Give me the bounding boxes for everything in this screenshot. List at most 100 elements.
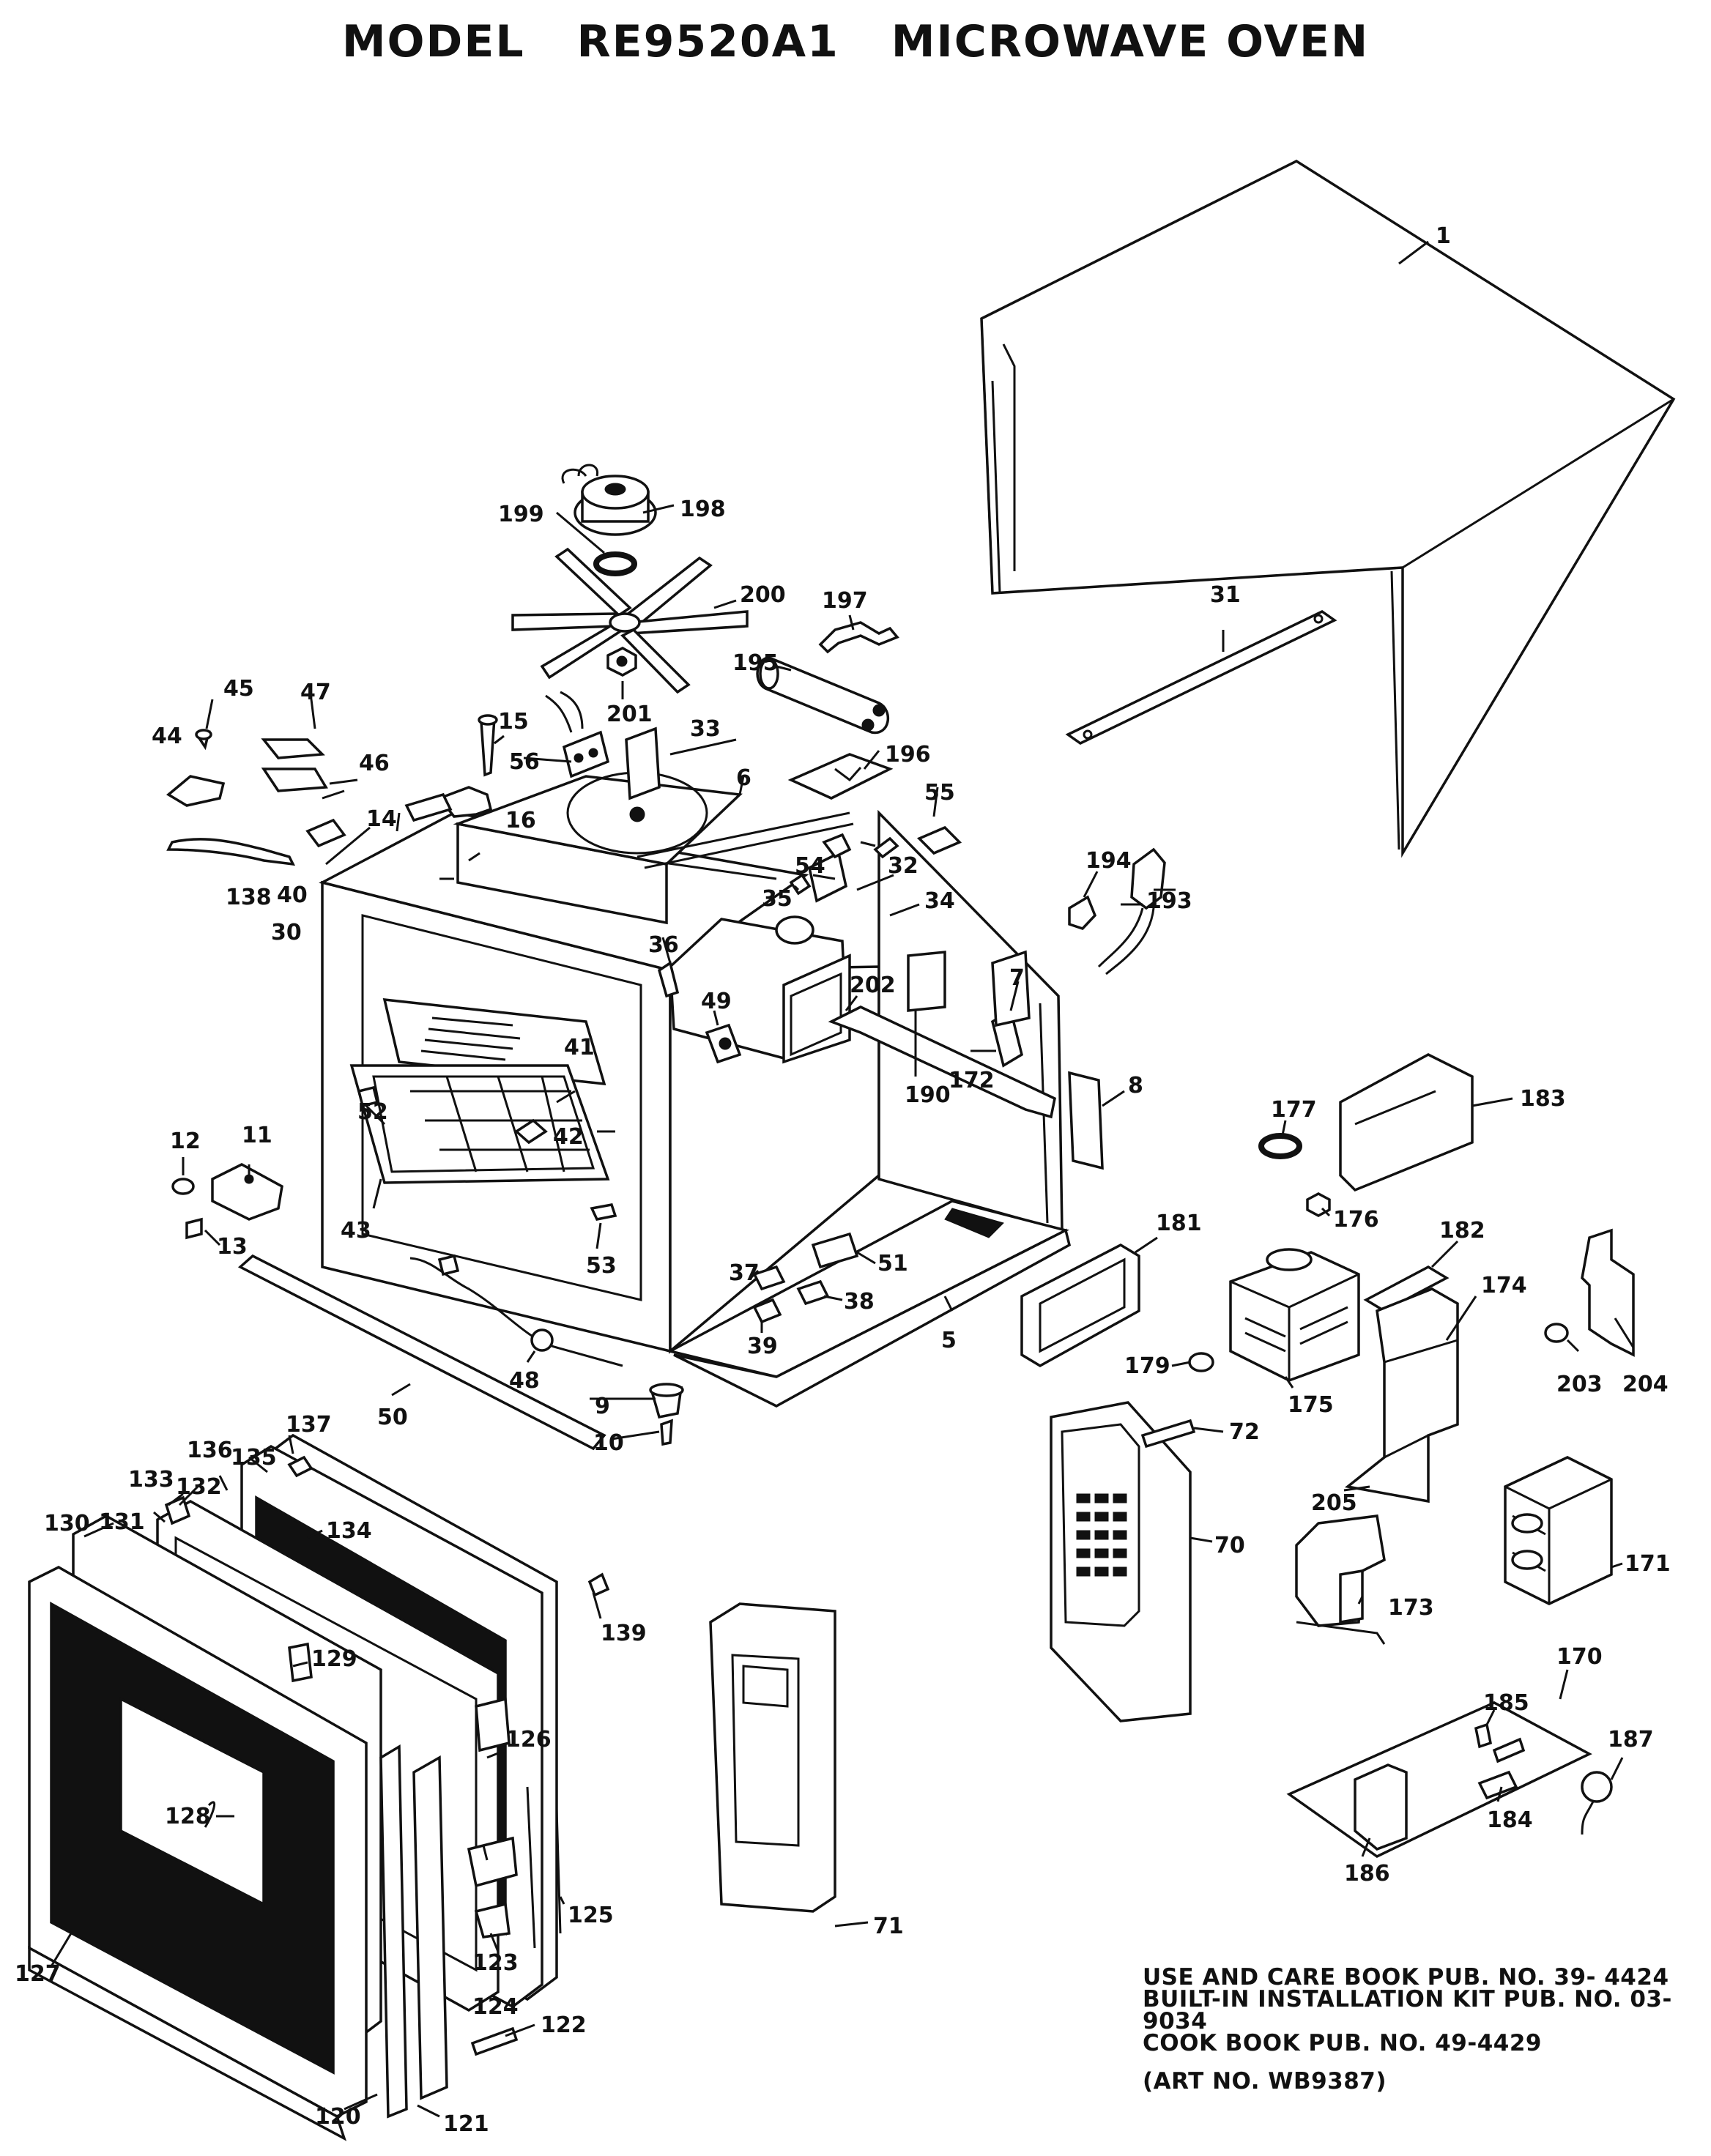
label-33: 33	[690, 716, 721, 742]
label-32: 32	[888, 853, 918, 879]
magnetron-175	[1188, 1248, 1360, 1382]
door-cover-71	[709, 1602, 836, 1913]
label-41: 41	[564, 1035, 595, 1060]
label-173: 173	[1388, 1595, 1434, 1621]
art-number: (ART NO. WB9387)	[1143, 2068, 1387, 2094]
waveguide-174	[1344, 1265, 1459, 1503]
blower-assembly	[669, 915, 851, 1064]
label-38: 38	[844, 1289, 875, 1315]
label-127: 127	[15, 1961, 61, 1987]
outer-cabinet	[980, 159, 1676, 858]
label-187: 187	[1608, 1727, 1654, 1752]
bottom-bar-50	[237, 1254, 623, 1451]
label-193: 193	[1146, 888, 1192, 914]
label-10: 10	[593, 1430, 624, 1456]
shield-183	[1258, 1053, 1474, 1217]
product-name: MICROWAVE OVEN	[891, 16, 1370, 67]
label-121: 121	[443, 2111, 489, 2137]
label-194: 194	[1085, 848, 1132, 874]
latch-11	[171, 1163, 283, 1240]
door-assembly	[28, 1433, 610, 2141]
label-198: 198	[680, 497, 726, 522]
publication-notes: USE AND CARE BOOK PUB. NO. 39- 4424 BUIL…	[1143, 1964, 1711, 2094]
rail-31	[1065, 609, 1337, 746]
hinge-parts	[166, 729, 346, 866]
label-7: 7	[1009, 965, 1025, 991]
label-12: 12	[170, 1129, 201, 1154]
label-35: 35	[762, 886, 793, 912]
label-183: 183	[1520, 1086, 1566, 1112]
label-138: 138	[226, 885, 272, 910]
cavity-interior	[349, 997, 617, 1221]
label-13: 13	[217, 1234, 248, 1260]
model-number: RE9520A1	[576, 16, 839, 67]
plate-196	[787, 753, 894, 800]
label-71: 71	[873, 1914, 904, 1939]
label-11: 11	[242, 1123, 272, 1148]
part-labels: 1 5 6 7 8 9 10 11 12 13 14 15 16 30 31 3…	[15, 223, 1671, 2137]
label-175: 175	[1288, 1392, 1334, 1418]
pub-use-care: USE AND CARE BOOK PUB. NO. 39- 4424	[1143, 1964, 1669, 1990]
nut-201	[606, 647, 637, 677]
label-31: 31	[1210, 582, 1241, 608]
label-53: 53	[586, 1253, 617, 1279]
label-30: 30	[271, 920, 302, 945]
transformer-171	[1504, 1456, 1613, 1605]
terminal-56	[545, 691, 610, 778]
power-cord	[1068, 847, 1176, 975]
label-34: 34	[924, 888, 955, 914]
label-6: 6	[736, 765, 751, 791]
label-172: 172	[949, 1068, 995, 1093]
bracket-204	[1544, 1228, 1635, 1357]
model-label: MODEL	[341, 16, 525, 67]
control-parts	[828, 950, 1104, 1170]
label-129: 129	[311, 1646, 357, 1672]
label-47: 47	[300, 680, 331, 705]
label-46: 46	[359, 751, 390, 776]
base-plate-170	[1286, 1701, 1613, 1859]
label-50: 50	[377, 1405, 408, 1430]
label-177: 177	[1271, 1097, 1317, 1123]
label-123: 123	[472, 1950, 519, 1976]
keypad	[1076, 1493, 1127, 1577]
label-49: 49	[701, 989, 732, 1014]
label-171: 171	[1625, 1551, 1671, 1577]
label-134: 134	[326, 1518, 372, 1544]
label-36: 36	[648, 932, 679, 958]
plate-55	[916, 825, 962, 855]
label-9: 9	[595, 1394, 610, 1419]
label-133: 133	[128, 1467, 174, 1493]
label-54: 54	[795, 853, 825, 879]
label-181: 181	[1156, 1211, 1202, 1236]
stirrer-blade	[511, 547, 749, 694]
label-37: 37	[729, 1260, 760, 1286]
label-202: 202	[850, 973, 896, 998]
page-title: MODEL RE9520A1 MICROWAVE OVEN	[0, 16, 1711, 67]
label-43: 43	[341, 1218, 371, 1244]
label-197: 197	[822, 588, 868, 614]
label-52: 52	[357, 1099, 388, 1125]
washer-199	[593, 551, 637, 576]
label-176: 176	[1333, 1207, 1379, 1233]
label-72: 72	[1229, 1419, 1260, 1445]
label-137: 137	[286, 1412, 332, 1438]
label-42: 42	[553, 1124, 584, 1150]
label-179: 179	[1124, 1353, 1170, 1379]
label-70: 70	[1214, 1533, 1245, 1558]
label-45: 45	[223, 676, 254, 702]
label-120: 120	[315, 2104, 361, 2130]
label-5: 5	[941, 1328, 957, 1353]
label-16: 16	[505, 808, 536, 833]
switch-bracket-parts	[404, 714, 498, 822]
label-200: 200	[740, 582, 786, 608]
label-130: 130	[44, 1511, 90, 1536]
label-196: 196	[885, 742, 931, 767]
label-139: 139	[601, 1621, 647, 1646]
label-204: 204	[1622, 1372, 1669, 1397]
capacitor-195	[756, 656, 890, 735]
label-124: 124	[472, 1994, 519, 2020]
label-44: 44	[152, 724, 182, 749]
leader-lines	[50, 240, 1635, 2118]
label-122: 122	[541, 2012, 587, 2038]
label-8: 8	[1128, 1073, 1143, 1099]
